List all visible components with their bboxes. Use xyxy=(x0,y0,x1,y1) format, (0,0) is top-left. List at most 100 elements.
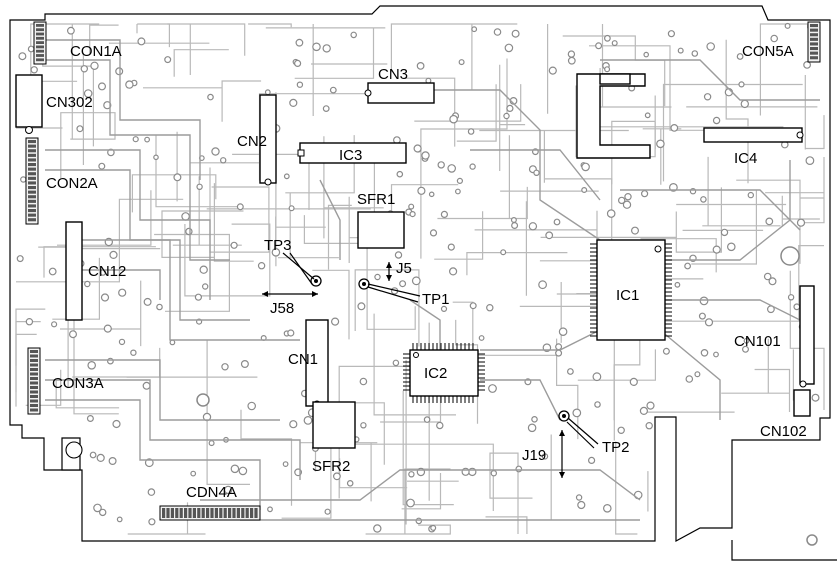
solder-pad xyxy=(548,66,557,75)
solder-pad xyxy=(396,170,404,178)
label-cn302: CN302 xyxy=(46,94,93,111)
solder-pad xyxy=(577,500,586,510)
solder-pad xyxy=(669,182,678,192)
tp1-leader-a xyxy=(367,283,421,297)
solder-pad xyxy=(108,457,117,466)
solder-pad xyxy=(504,43,514,53)
solder-pad xyxy=(629,377,638,386)
copper-trace xyxy=(278,193,339,259)
cn302-connector xyxy=(15,74,43,128)
connector-pin xyxy=(28,149,36,153)
solder-pad xyxy=(643,51,650,58)
solder-pad xyxy=(374,273,381,281)
solder-pad xyxy=(541,453,549,460)
copper-trace xyxy=(281,443,332,519)
copper-trace xyxy=(155,134,239,208)
connector-pin xyxy=(28,144,36,148)
copper-trace xyxy=(754,368,791,412)
solder-pad xyxy=(271,248,281,257)
solder-pad xyxy=(118,288,127,297)
solder-pad xyxy=(207,93,214,101)
connector-pin xyxy=(214,508,218,518)
solder-pad xyxy=(283,173,290,180)
solder-pad xyxy=(490,470,497,477)
solder-pad xyxy=(107,148,115,157)
copper-trace xyxy=(725,39,749,184)
connector-pin xyxy=(30,372,38,376)
connector-pin xyxy=(197,508,201,518)
solder-pad xyxy=(143,297,152,306)
solder-pad xyxy=(500,249,507,256)
solder-pad xyxy=(740,99,750,109)
label-ic1: IC1 xyxy=(616,287,639,304)
connector-pin xyxy=(28,186,36,190)
cn101-pin1 xyxy=(799,380,807,388)
copper-trace xyxy=(489,452,533,534)
connector-pin xyxy=(36,32,44,36)
solder-pad xyxy=(510,217,517,224)
solder-pad xyxy=(25,318,34,326)
solder-pad xyxy=(706,42,716,51)
j58-arrowheads xyxy=(262,291,318,297)
connector-pin xyxy=(179,508,183,518)
connector-pin xyxy=(28,199,36,203)
solder-pad xyxy=(288,205,295,212)
copper-trace xyxy=(702,156,781,227)
copper-trace xyxy=(354,269,420,347)
label-tp3: TP3 xyxy=(264,237,292,254)
copper-trace xyxy=(390,23,518,73)
solder-pad xyxy=(50,321,58,328)
solder-pad xyxy=(640,190,649,198)
connector-pin xyxy=(28,167,36,171)
connector-pin xyxy=(810,24,818,28)
edge-strip xyxy=(731,540,837,561)
solder-pad xyxy=(768,277,777,286)
solder-pad xyxy=(805,156,815,166)
connector-pin xyxy=(36,54,44,57)
solder-pad xyxy=(221,363,229,371)
solder-pad xyxy=(595,42,603,50)
solder-pad xyxy=(493,28,502,36)
connector-pin xyxy=(36,41,44,44)
copper-trace xyxy=(248,23,292,28)
connector-pin xyxy=(36,49,44,53)
label-tp2: TP2 xyxy=(602,439,630,456)
solder-pad xyxy=(329,86,337,94)
solder-pad xyxy=(80,65,89,73)
label-con5a: CON5A xyxy=(742,43,794,60)
label-cn102: CN102 xyxy=(760,423,807,440)
solder-pad xyxy=(394,251,403,259)
tp3-testpoint-core xyxy=(314,279,318,283)
solder-pad xyxy=(430,524,437,531)
solder-pad xyxy=(553,218,561,226)
solder-pad xyxy=(153,154,159,161)
solder-pad xyxy=(289,420,298,429)
label-j5: J5 xyxy=(396,260,412,277)
solder-pad xyxy=(194,293,202,301)
solder-pad xyxy=(201,283,209,290)
solder-pad xyxy=(467,128,475,135)
solder-pad xyxy=(533,169,540,176)
solder-pad xyxy=(409,211,416,218)
connector-pin xyxy=(192,508,196,518)
solder-pad xyxy=(282,461,289,468)
solder-pad xyxy=(144,136,151,143)
solder-pad xyxy=(296,81,304,88)
solder-pad xyxy=(90,61,99,71)
solder-pad xyxy=(322,105,330,112)
solder-pad xyxy=(312,42,321,52)
solder-pad xyxy=(646,401,655,410)
solder-pad xyxy=(587,456,596,464)
solder-pad xyxy=(617,426,625,434)
solder-pad xyxy=(741,345,749,353)
solder-pad xyxy=(223,485,233,495)
copper-trace xyxy=(721,338,789,394)
ic1-chip xyxy=(596,239,666,341)
tp2-leader-b xyxy=(566,421,595,449)
solder-pad xyxy=(644,112,651,119)
solder-pad xyxy=(538,280,547,290)
solder-pad xyxy=(100,293,110,302)
copper-trace xyxy=(499,64,526,171)
con3a-pins xyxy=(30,350,38,412)
solder-pad xyxy=(417,186,426,195)
